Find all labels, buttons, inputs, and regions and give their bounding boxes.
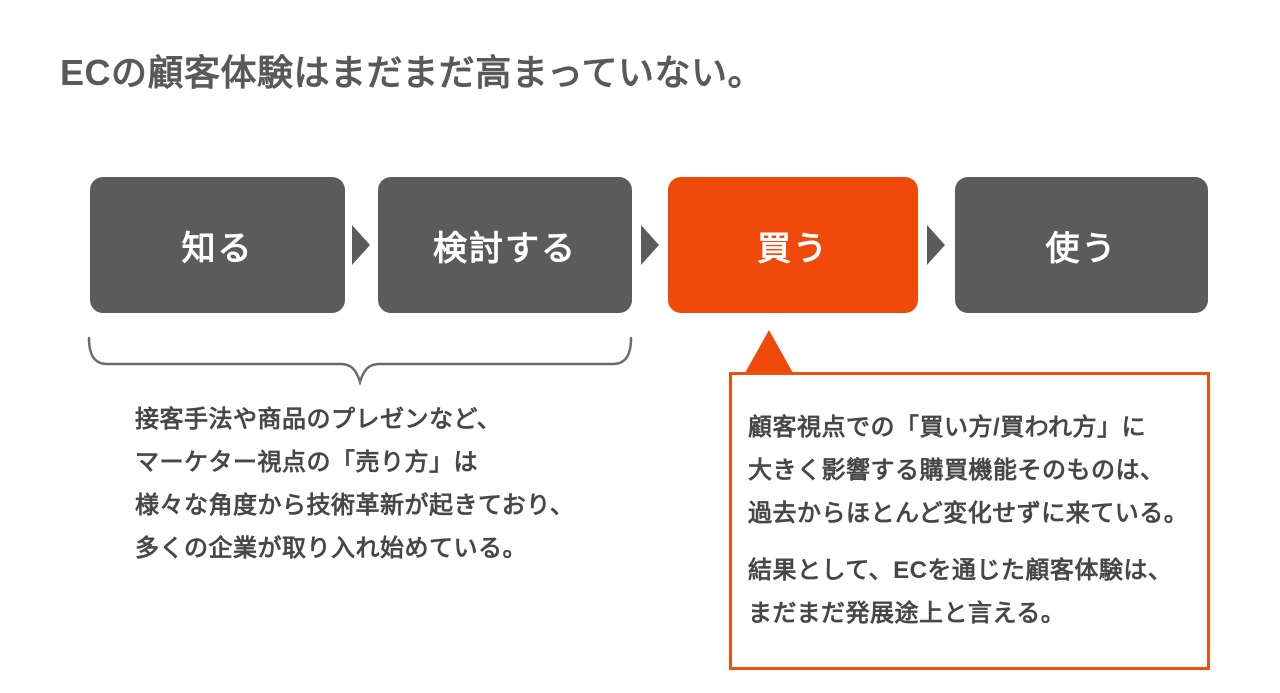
seller-note-line: 様々な角度から技術革新が起きており、 <box>135 492 575 519</box>
journey-step-label: 検討する <box>433 229 577 268</box>
buyer-callout-line: 顧客視点での「買い方/買われ方」に <box>748 414 1146 441</box>
seller-note-line: 接客手法や商品のプレゼンなど、 <box>135 406 502 433</box>
buyer-callout-line: まだまだ発展途上と言える。 <box>748 600 1066 627</box>
callout-pointer-triangle-icon <box>745 330 793 373</box>
journey-step-label: 使う <box>1045 229 1118 268</box>
underbrace-icon <box>87 336 633 387</box>
buyer-callout-line: 大きく影響する購買機能そのものは、 <box>748 457 1165 484</box>
journey-step-buy-highlighted: 買う <box>668 177 918 313</box>
seller-note-line: マーケター視点の「売り方」は <box>135 449 478 476</box>
buyer-callout-line: 結果として、ECを通じた顧客体験は、 <box>748 557 1173 584</box>
arrow-right-icon <box>352 225 370 265</box>
journey-step-label: 知る <box>181 229 254 268</box>
journey-step-use: 使う <box>955 177 1208 313</box>
page-title: ECの顧客体験はまだまだ高まっていない。 <box>60 52 765 93</box>
arrow-right-icon <box>927 225 945 265</box>
journey-step-consider: 検討する <box>378 177 632 313</box>
buyer-callout-paragraph-1: 顧客視点での「買い方/買われ方」に 大きく影響する購買機能そのものは、 過去から… <box>748 406 1197 535</box>
buyer-callout-line: 過去からほとんど変化せずに来ている。 <box>748 500 1189 527</box>
buyer-callout-paragraph-2: 結果として、ECを通じた顧客体験は、 まだまだ発展途上と言える。 <box>748 549 1197 635</box>
arrow-right-icon <box>641 225 659 265</box>
journey-step-label: 買う <box>757 229 829 268</box>
seller-note-line: 多くの企業が取り入れ始めている。 <box>135 535 527 562</box>
seller-note-text: 接客手法や商品のプレゼンなど、 マーケター視点の「売り方」は 様々な角度から技術… <box>135 398 574 570</box>
journey-step-know: 知る <box>90 177 345 313</box>
buyer-callout-box: 顧客視点での「買い方/買われ方」に 大きく影響する購買機能そのものは、 過去から… <box>729 372 1210 670</box>
